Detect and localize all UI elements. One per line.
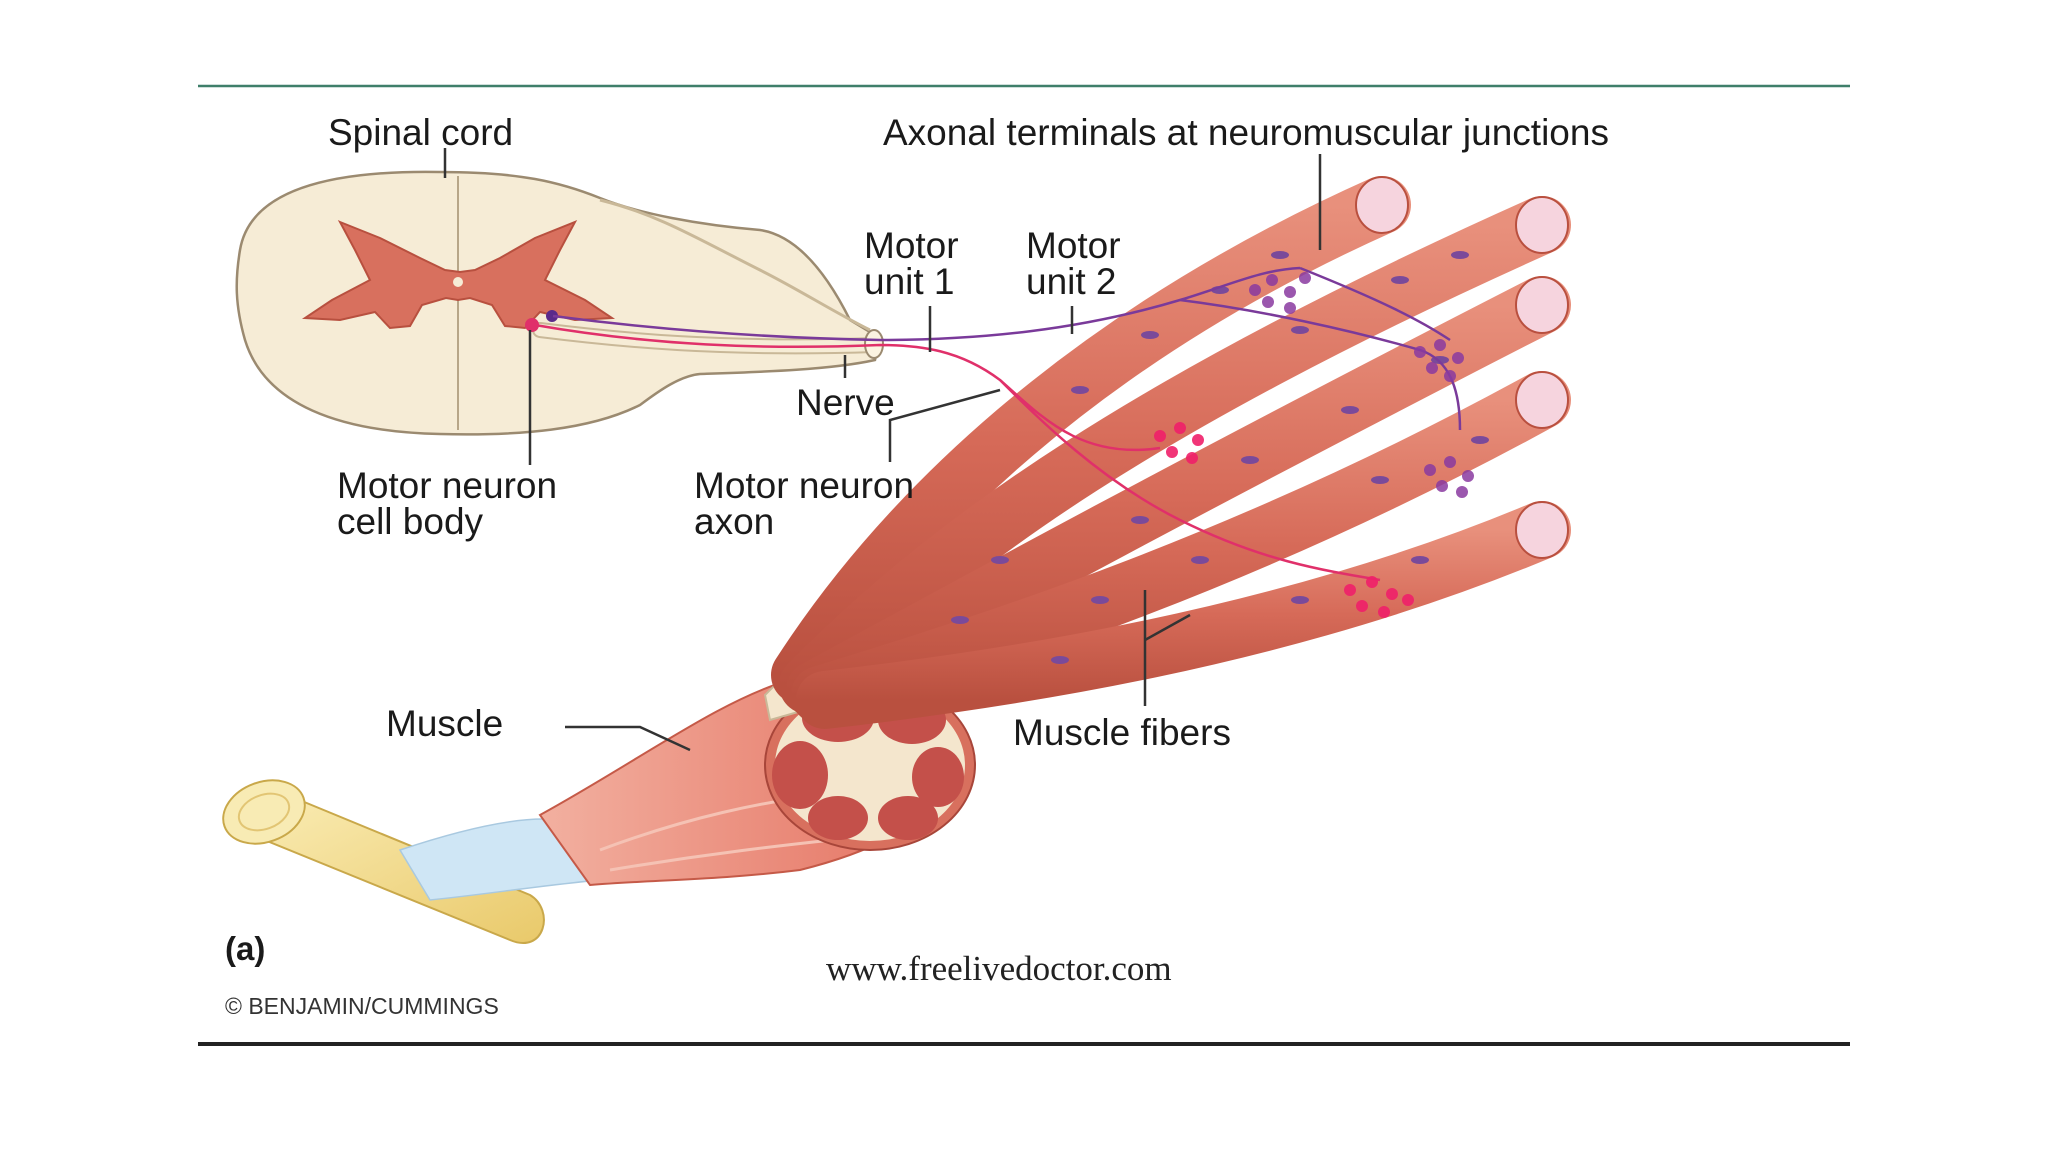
motor-neuron-cell-body-2 [546, 310, 558, 322]
figure-letter: (a) [225, 930, 265, 967]
label-axon-line1: Motor neuron [694, 465, 914, 506]
leader-lines [443, 148, 1322, 752]
label-motor-unit-2-line1: Motor [1026, 225, 1121, 266]
label-nerve: Nerve [796, 382, 895, 423]
label-muscle-fibers: Muscle fibers [1013, 712, 1231, 753]
nmj-unit-2-c [1424, 456, 1474, 498]
motor-unit-1-axon [534, 323, 1381, 582]
muscle-fibers-bundle [771, 176, 1571, 729]
label-motor-unit-2-line2: unit 2 [1026, 261, 1117, 302]
motor-neuron-cell-body-1 [525, 318, 539, 332]
label-muscle: Muscle [386, 703, 503, 744]
copyright-credit: © BENJAMIN/CUMMINGS [225, 993, 499, 1019]
nmj-unit-1-a [1154, 422, 1204, 464]
label-axonal-terminals: Axonal terminals at neuromuscular juncti… [883, 112, 1609, 153]
nmj-unit-2-b [1414, 339, 1464, 382]
label-spinal-cord: Spinal cord [328, 112, 513, 153]
nmj-unit-2-a [1249, 272, 1311, 314]
label-motor-unit-1-line1: Motor [864, 225, 959, 266]
label-motor-unit-1-line2: unit 1 [864, 261, 955, 302]
label-cell-body-line2: cell body [337, 501, 484, 542]
motor-unit-2-axon [552, 266, 1462, 431]
label-axon-line2: axon [694, 501, 774, 542]
label-cell-body-line1: Motor neuron [337, 465, 557, 506]
spinal-cord-section [235, 170, 884, 436]
nmj-unit-1-b [1344, 576, 1414, 618]
watermark: www.freelivedoctor.com [826, 949, 1172, 988]
axons [534, 266, 1474, 618]
